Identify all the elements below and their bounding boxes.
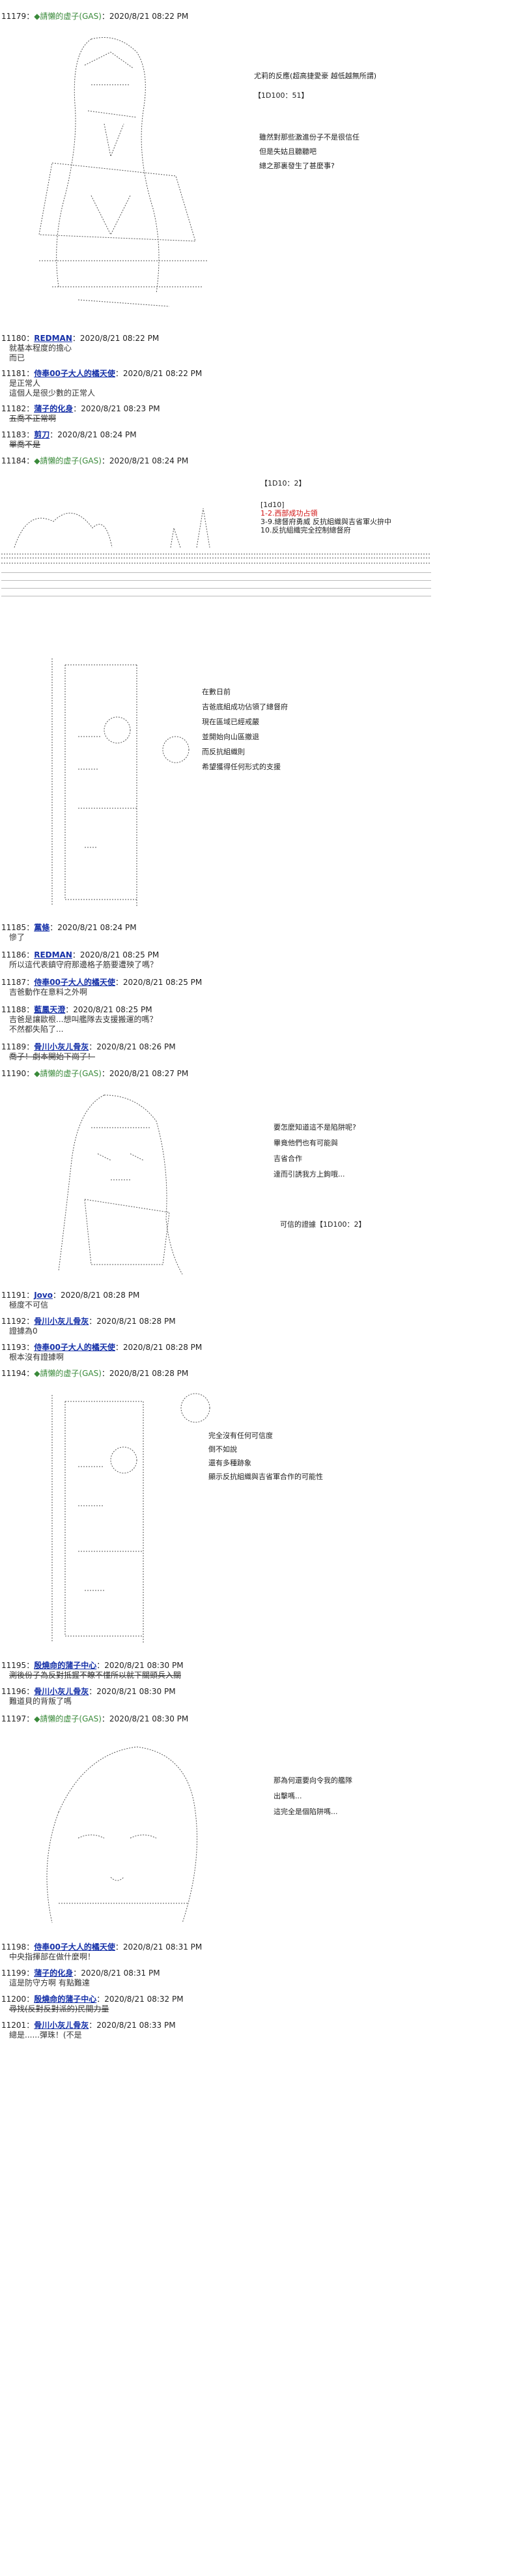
post-body: 測後份子為反對抵握不瞭不懂所以就下關頭兵入關 — [9, 1671, 182, 1680]
post-body: 吉爸動作在意料之外啊 — [9, 988, 88, 997]
aa-caption: 完全沒有任何可信度 倒不如說 還有多種跡象 顯示反抗組織與吉省軍合作的可能性 — [208, 1431, 323, 1481]
post-body: 尋找(反對反對派的)民間力量 — [9, 2004, 109, 2013]
post-header: 11188：藍鳳天澄：2020/8/21 08:25 PM — [1, 1005, 152, 1014]
aa-caption: 那為何還要向令我的艦隊 出擊嗎... 這完全是個陷阱嗎... — [274, 1776, 352, 1816]
post-date: ：2020/8/21 08:22 PM — [101, 12, 189, 21]
poster-name-link[interactable]: 蒲子的化身 — [34, 404, 74, 413]
poster-name-link[interactable]: 侍奉00子大人的橘天使 — [34, 978, 115, 987]
ascii-art-figure — [46, 1746, 197, 1924]
poster-name-link[interactable]: 侍奉00子大人的橘天使 — [34, 1343, 115, 1352]
aa-caption: 在數日前 吉爸底組成功佔領了總督府 現在區域已經戒嚴 並開始向山區撤退 而反抗組… — [202, 688, 288, 771]
poster-name-link[interactable]: 骨川小灰ㄦ骨灰 — [34, 1317, 89, 1326]
post-body: 難道貝的背叛了嗎 — [9, 1697, 72, 1706]
post-body: 慘了 — [9, 933, 25, 942]
post-header: 11193：侍奉00子大人的橘天使：2020/8/21 08:28 PM — [1, 1343, 203, 1352]
post-header: 11192：骨川小灰ㄦ骨灰：2020/8/21 08:28 PM — [1, 1317, 176, 1326]
post-header: 11179：◆請懶的虚子(GAS)：2020/8/21 08:22 PM — [1, 12, 189, 21]
post-header: 11201：骨川小灰ㄦ骨灰：2020/8/21 08:33 PM — [1, 2021, 176, 2030]
aa-roll: 【1D10：2】 — [260, 479, 306, 488]
post-body: 是正常人 — [9, 379, 41, 388]
post-body: 中央指揮部在做什麼啊！ — [9, 1952, 96, 1961]
poster-name-link[interactable]: 殷燒命的蒲子中心 — [34, 1661, 97, 1670]
poster-name-link[interactable]: Jovo — [34, 1291, 53, 1300]
post-body: 不然都失陷了... — [9, 1025, 64, 1034]
poster-name-link[interactable]: REDMAN — [34, 950, 72, 959]
post-header: 11186：REDMAN：2020/8/21 08:25 PM — [1, 950, 160, 959]
ascii-art-figure — [38, 37, 208, 307]
post-header: 11197：◆請懶的虚子(GAS)：2020/8/21 08:30 PM — [1, 1714, 189, 1723]
post-body: 單喬不是 — [9, 440, 41, 449]
poster-name-link[interactable]: REDMAN — [34, 334, 72, 343]
post-header: 11183：剪刀：2020/8/21 08:24 PM — [1, 430, 137, 439]
ascii-art-door — [51, 658, 190, 906]
post-header: 11198：侍奉00子大人的橘天使：2020/8/21 08:31 PM — [1, 1942, 203, 1952]
ascii-art-door — [51, 1393, 210, 1643]
poster-name-link[interactable]: 殷燒命的蒲子中心 — [34, 1995, 97, 2004]
post-header: 11195：殷燒命的蒲子中心：2020/8/21 08:30 PM — [1, 1661, 184, 1670]
post-header: 11181：侍奉00子大人的橘天使：2020/8/21 08:22 PM — [1, 369, 203, 378]
poster-name-link[interactable]: 蒲子的化身 — [34, 1969, 74, 1978]
post-header: 11187：侍奉00子大人的橘天使：2020/8/21 08:25 PM — [1, 978, 203, 987]
aa-roll: 可信的證據【1D100：2】 — [280, 1220, 366, 1229]
ascii-art-scenery — [1, 508, 431, 564]
poster-name: ◆請懶的虚子(GAS) — [34, 1369, 102, 1378]
poster-name-link[interactable]: 黨條 — [34, 923, 50, 932]
post-header: 11190：◆請懶的虚子(GAS)：2020/8/21 08:27 PM — [1, 1069, 189, 1078]
post-header: 11200：殷燒命的蒲子中心：2020/8/21 08:32 PM — [1, 1995, 184, 2004]
post-body: 而已 — [9, 353, 25, 362]
post-body: 喬子！劇本開始下崗了！ — [9, 1052, 96, 1061]
ascii-art-figure — [58, 1094, 183, 1275]
post-header: 11196：骨川小灰ㄦ骨灰：2020/8/21 08:30 PM — [1, 1687, 176, 1696]
poster-name: ◆請懶的虚子(GAS) — [34, 1714, 102, 1723]
post-header: 11184：◆請懶的虚子(GAS)：2020/8/21 08:24 PM — [1, 456, 189, 465]
post-header: 11189：骨川小灰ㄦ骨灰：2020/8/21 08:26 PM — [1, 1042, 176, 1051]
post-body: 總是......彈珠！(不是 — [9, 2030, 82, 2040]
post-body: 這是防守方啊 有點難達 — [9, 1978, 90, 1987]
post-header: 11191：Jovo：2020/8/21 08:28 PM — [1, 1291, 140, 1300]
aa-caption: [1d10] 1-2.西部成功占領 3-9.總督府勇威 反抗組織與吉省軍火拚中 … — [260, 501, 391, 534]
post-header: 11185：黨條：2020/8/21 08:24 PM — [1, 923, 137, 932]
poster-name-link[interactable]: 骨川小灰ㄦ骨灰 — [34, 2021, 89, 2030]
post-body: 根本沒有證據啊 — [9, 1353, 64, 1362]
poster-name-link[interactable]: 骨川小灰ㄦ骨灰 — [34, 1687, 89, 1696]
divider — [1, 588, 431, 589]
post-number: 11179 — [1, 12, 27, 21]
poster-name-link[interactable]: 剪刀 — [34, 430, 50, 439]
post-body: 這個人是很少數的正常人 — [9, 388, 96, 398]
poster-name-link[interactable]: 骨川小灰ㄦ骨灰 — [34, 1042, 89, 1051]
post-header: 11199：蒲子的化身：2020/8/21 08:31 PM — [1, 1969, 160, 1978]
poster-name: ◆請懶的虚子(GAS) — [34, 1069, 102, 1078]
aa-caption: 要怎麼知道這不是陷阱呢? 畢竟他們也有可能與 吉省合作 達而引誘我方上鉤哦... — [274, 1123, 356, 1178]
aa-caption: 雖然對那些激進份子不是很信任 但是失姑且聽聽吧 總之那裏發生了甚麼事? — [259, 133, 359, 170]
poster-name: ◆請懶的虚子(GAS) — [34, 12, 102, 21]
poster-name-link[interactable]: 侍奉00子大人的橘天使 — [34, 369, 115, 378]
post-header: 11182：蒲子的化身：2020/8/21 08:23 PM — [1, 404, 160, 413]
post-body: 就基本程度的擔心 — [9, 344, 72, 353]
divider — [1, 580, 431, 581]
poster-name-link[interactable]: 藍鳳天澄 — [34, 1005, 66, 1014]
post-header: 11194：◆請懶的虚子(GAS)：2020/8/21 08:28 PM — [1, 1369, 189, 1378]
post-body: 五喬不正常啊 — [9, 414, 57, 423]
poster-name: ◆請懶的虚子(GAS) — [34, 456, 102, 465]
divider — [1, 572, 431, 573]
post-header: 11180：REDMAN：2020/8/21 08:22 PM — [1, 334, 160, 343]
post-body: 所以這代表鎮守府那邊格子筋要遭殃了嗎？ — [9, 960, 158, 969]
post-body: 吉爸是讓歐根...想叫艦隊去支援搬運的嗎？ — [9, 1015, 158, 1024]
post-body: 極度不可信 — [9, 1300, 49, 1310]
aa-caption: 尤莉的反應(超高捷愛豪 越低越無所謂) 【1D100：51】 — [254, 72, 377, 100]
poster-name-link[interactable]: 侍奉00子大人的橘天使 — [34, 1942, 115, 1952]
post-body: 證據為0 — [9, 1326, 38, 1336]
